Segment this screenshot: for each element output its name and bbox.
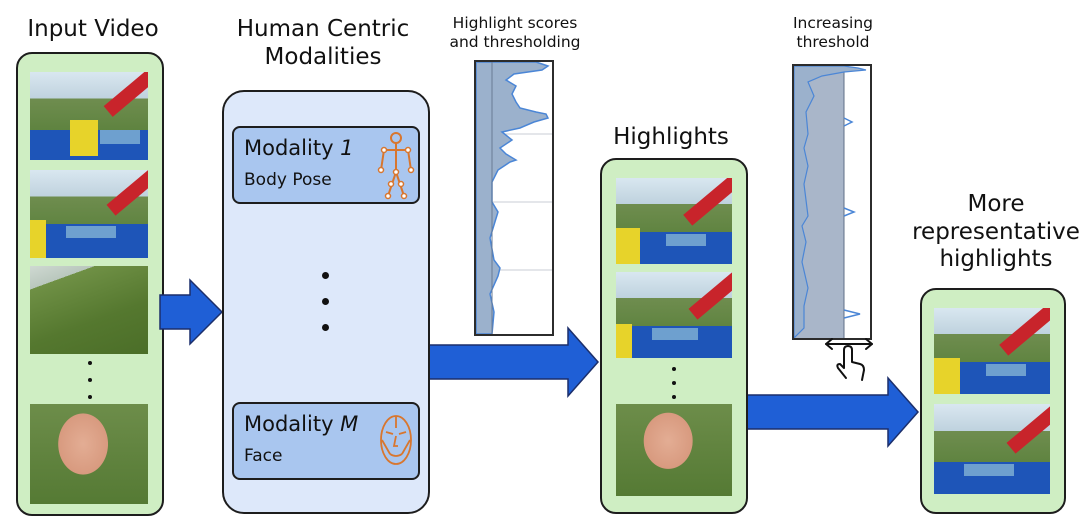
highlight-score-curve: [476, 62, 550, 334]
ellipsis-dot: [88, 378, 92, 382]
modality-ellipsis-dot: [322, 298, 329, 305]
increasing-threshold-plot: [792, 64, 872, 340]
input-video-column: [16, 52, 164, 516]
video-frame-2: [30, 170, 148, 258]
highlights-column: [600, 158, 748, 514]
input-video-title: Input Video: [27, 16, 159, 42]
threshold-title: Increasing threshold: [774, 14, 892, 51]
modalities-title: Human Centric Modalities: [222, 16, 424, 71]
representative-frame-2: [934, 404, 1050, 494]
more-title-line3: highlights: [939, 246, 1053, 273]
modalities-title-line1: Human Centric: [236, 16, 410, 42]
video-frame-4: [30, 404, 148, 504]
highlights-title: Highlights: [613, 124, 729, 150]
scores-title-line2: and thresholding: [449, 32, 581, 51]
modalities-panel: Modality 1 Body Pose Modality: [222, 90, 430, 514]
ellipsis-dot: [672, 367, 676, 371]
ellipsis-dot: [672, 395, 676, 399]
arrow-modalities-to-highlights: [427, 326, 600, 398]
highlight-scores-svg: [476, 62, 552, 334]
increasing-threshold-svg: [794, 66, 870, 338]
threshold-title-line2: threshold: [796, 32, 870, 51]
modality-1-name: Body Pose: [244, 170, 332, 190]
arrow-highlights-to-representative: [745, 376, 920, 448]
modality-ellipsis-dot: [322, 272, 329, 279]
threshold-score-curve: [794, 66, 867, 338]
video-frame-1: [30, 72, 148, 160]
more-highlights-title: More representative highlights: [912, 191, 1080, 274]
skeleton-pose-icon: [377, 132, 415, 200]
ellipsis-dot: [88, 361, 92, 365]
representative-frame-1: [934, 308, 1050, 394]
modality-1-box: Modality 1 Body Pose: [232, 126, 420, 204]
more-title-line2: representative: [912, 218, 1080, 245]
scores-title-line1: Highlight scores: [452, 14, 578, 32]
highlight-frame-1: [616, 178, 732, 264]
arrow-input-to-modalities: [159, 278, 224, 346]
ellipsis-dot: [88, 395, 92, 399]
highlight-scores-plot: [474, 60, 554, 336]
more-title-line1: More: [967, 191, 1025, 217]
slider-hand-icon: [825, 338, 873, 381]
scores-title: Highlight scores and thresholding: [436, 14, 594, 51]
modality-m-name: Face: [244, 446, 283, 466]
highlight-frame-2: [616, 272, 732, 358]
ellipsis-dot: [672, 381, 676, 385]
modalities-title-line2: Modalities: [264, 43, 382, 70]
modality-m-box: Modality M Face: [232, 402, 420, 480]
video-frame-3: [30, 266, 148, 354]
threshold-title-line1: Increasing: [792, 14, 874, 32]
highlight-frame-3: [616, 404, 732, 496]
modality-1-label: Modality 1: [244, 136, 354, 160]
modality-m-label: Modality M: [244, 412, 359, 436]
face-mesh-icon: [380, 415, 412, 465]
modality-ellipsis-dot: [322, 324, 329, 331]
representative-highlights-column: [920, 288, 1066, 514]
